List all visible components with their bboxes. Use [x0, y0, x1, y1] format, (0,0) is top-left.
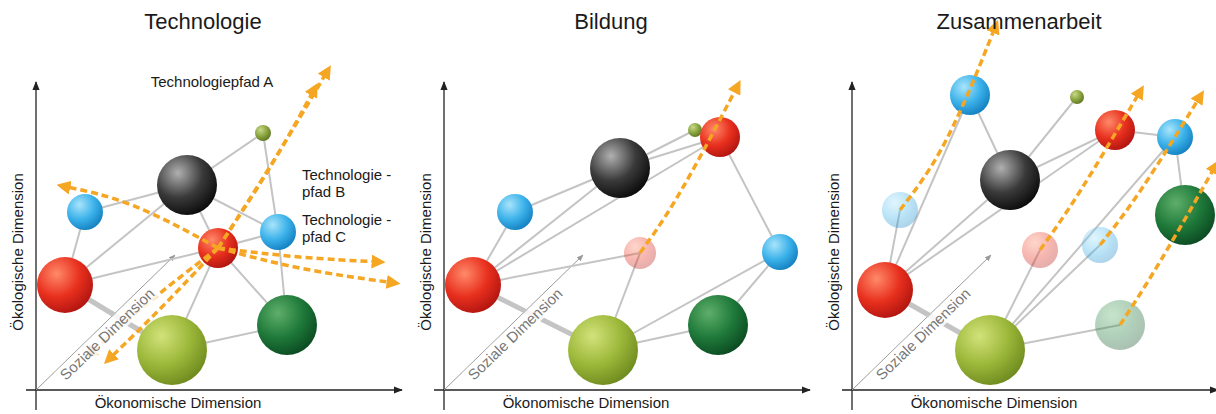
path-arrow	[218, 248, 380, 262]
actor-sphere	[688, 123, 702, 137]
actor-sphere	[497, 194, 533, 230]
actor-sphere	[688, 295, 748, 355]
panel-title: Technologie	[144, 9, 261, 34]
actor-sphere	[257, 295, 317, 355]
path-arrow	[1040, 90, 1141, 250]
axis-label: Ökologische Dimension	[825, 173, 842, 331]
actor-sphere	[67, 194, 103, 230]
actor-sphere	[700, 117, 740, 157]
path-arrow	[62, 186, 218, 248]
path-arrow	[1100, 95, 1201, 245]
actor-sphere	[955, 315, 1025, 385]
actor-sphere	[157, 155, 217, 215]
axis-label: Ökonomische Dimension	[503, 394, 670, 411]
actor-sphere	[255, 125, 271, 141]
path-arrow	[640, 85, 738, 253]
actor-sphere	[260, 214, 296, 250]
axis-label: Soziale Dimension	[870, 283, 976, 386]
y-axis	[443, 82, 444, 410]
panel-illustration	[842, 25, 1216, 410]
path-arrow	[218, 88, 315, 248]
axis-label: Ökologische Dimension	[9, 173, 26, 331]
axis-label: Ökonomische Dimension	[911, 394, 1078, 411]
z-axis	[444, 255, 583, 390]
actor-sphere	[762, 234, 798, 270]
x-axis	[434, 389, 810, 390]
panel-title: Bildung	[574, 9, 647, 34]
actor-sphere	[568, 315, 638, 385]
actor-sphere	[445, 257, 501, 313]
y-axis	[851, 82, 852, 410]
y-axis	[35, 82, 36, 410]
link-line	[473, 137, 720, 285]
axis-label: Soziale Dimension	[462, 283, 568, 386]
actor-sphere	[1155, 185, 1215, 245]
actor-sphere	[137, 315, 207, 385]
link-line	[885, 130, 1115, 290]
axis-label: Ökonomische Dimension	[95, 394, 262, 411]
path-arrow	[1120, 165, 1216, 325]
path-label: Technologie -pfad C	[302, 211, 398, 246]
actor-sphere	[1095, 110, 1135, 150]
path-label: Technologie -pfad B	[302, 166, 398, 201]
panel-title: Zusammenarbeit	[936, 9, 1101, 34]
axis-label: Ökologische Dimension	[417, 173, 434, 331]
path-arrow	[218, 248, 395, 283]
actor-sphere	[950, 75, 990, 115]
path-label: Technologiepfad A	[151, 73, 274, 90]
axis-label: Soziale Dimension	[54, 283, 160, 386]
actor-sphere	[1157, 119, 1193, 155]
panel-illustration	[26, 70, 402, 410]
x-axis	[26, 389, 402, 390]
x-axis	[842, 389, 1216, 390]
actor-sphere	[857, 262, 913, 318]
actor-sphere	[590, 138, 650, 198]
actor-sphere	[980, 150, 1040, 210]
panel-illustration	[434, 82, 810, 410]
actor-sphere	[37, 257, 93, 313]
actor-sphere	[1070, 90, 1084, 104]
path-arrow	[900, 25, 996, 210]
